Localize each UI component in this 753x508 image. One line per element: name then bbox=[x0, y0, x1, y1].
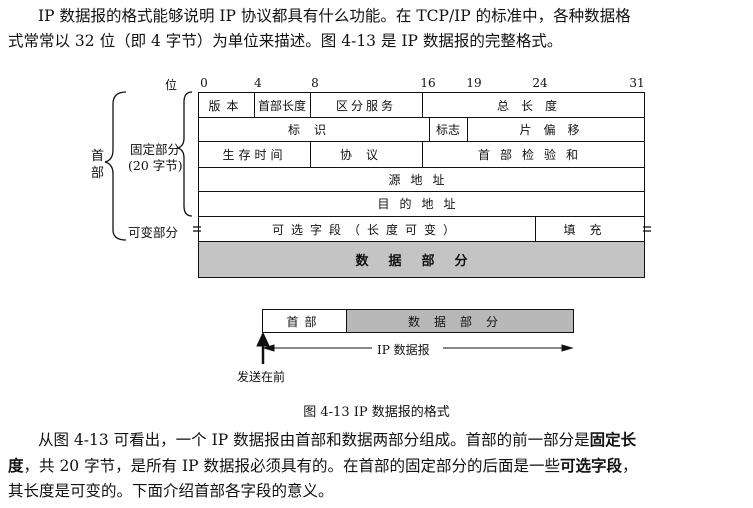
header-brace bbox=[104, 91, 127, 241]
destination-address-field: 目的地址 bbox=[377, 197, 466, 211]
summary-text-a: 从图 4-13 可看出，一个 IP 数据报由首部和数据两部分组成。首部的前一部分… bbox=[38, 431, 590, 449]
options-field: 可选字段（长度可变） bbox=[271, 222, 462, 237]
intro-line-1: IP 数据报的格式能够说明 IP 协议都具有什么功能。在 TCP/IP 的标准中… bbox=[38, 7, 631, 25]
total-length-field: 总长度 bbox=[496, 98, 569, 113]
padding-field: 填充 bbox=[563, 222, 616, 237]
optional-fields-term: 可选字段 bbox=[560, 456, 623, 475]
datagram-data-segment: 数据部分 bbox=[347, 310, 573, 332]
bit-8: 8 bbox=[311, 76, 319, 90]
ip-header-table: 版本 首部长度 区分服务 总长度 标识 标志 片偏移 生存时间 协议 首部检验和… bbox=[198, 92, 645, 243]
checksum-field: 首部检验和 bbox=[477, 147, 588, 162]
version-field: 版本 bbox=[208, 98, 245, 113]
datagram-strip: 首部 数据部分 bbox=[262, 309, 574, 333]
intro-paragraph: IP 数据报的格式能够说明 IP 协议都具有什么功能。在 TCP/IP 的标准中… bbox=[8, 4, 746, 54]
fixed-length-term-a: 固定长 bbox=[589, 430, 637, 449]
bit-19: 19 bbox=[466, 76, 482, 90]
fixed-part-label: 固定部分 bbox=[130, 142, 181, 157]
service-field: 区分服务 bbox=[335, 98, 396, 113]
summary-text-c: ， bbox=[622, 457, 638, 475]
summary-text-b: ，共 20 字节，是所有 IP 数据报必须具有的。在首部的固定部分的后面是一些 bbox=[23, 457, 561, 475]
header-length-field: 首部长度 bbox=[257, 98, 306, 113]
summary-paragraph: 从图 4-13 可看出，一个 IP 数据报由首部和数据两部分组成。首部的前一部分… bbox=[8, 427, 746, 504]
bit-24: 24 bbox=[532, 76, 548, 90]
identification-field: 标识 bbox=[287, 122, 340, 137]
intro-line-2: 式常常以 32 位（即 4 字节）为单位来描述。图 4-13 是 IP 数据报的… bbox=[8, 32, 563, 50]
header-label: 首部 bbox=[91, 149, 105, 181]
fixed-brace bbox=[175, 91, 193, 217]
bit-16: 16 bbox=[420, 76, 436, 90]
bit-0: 0 bbox=[200, 76, 208, 90]
bit-4: 4 bbox=[254, 76, 262, 90]
figure-caption: 图 4-13 IP 数据报的格式 bbox=[303, 405, 450, 420]
variable-part-label: 可变部分 bbox=[128, 225, 179, 240]
fragment-offset-field: 片偏移 bbox=[519, 122, 592, 137]
variable-marker-left bbox=[193, 226, 201, 232]
fixed-length-term-b: 度 bbox=[8, 456, 24, 475]
ttl-field: 生存时间 bbox=[222, 147, 287, 162]
datagram-span-label: IP 数据报 bbox=[377, 343, 430, 357]
summary-line-3: 其长度是可变的。下面介绍首部各字段的意义。 bbox=[8, 482, 334, 500]
datagram-header-segment: 首部 bbox=[263, 310, 347, 332]
fixed-size-label: (20 字节) bbox=[128, 158, 183, 173]
bit-label: 位 bbox=[165, 78, 178, 92]
flags-field: 标志 bbox=[435, 122, 460, 137]
send-first-label: 发送在前 bbox=[237, 370, 286, 384]
bit-31: 31 bbox=[629, 76, 645, 90]
data-part-block: 数据部分 bbox=[198, 242, 645, 278]
source-address-field: 源地址 bbox=[388, 172, 455, 187]
send-first-arrow bbox=[256, 331, 270, 364]
protocol-field: 协议 bbox=[339, 147, 392, 162]
